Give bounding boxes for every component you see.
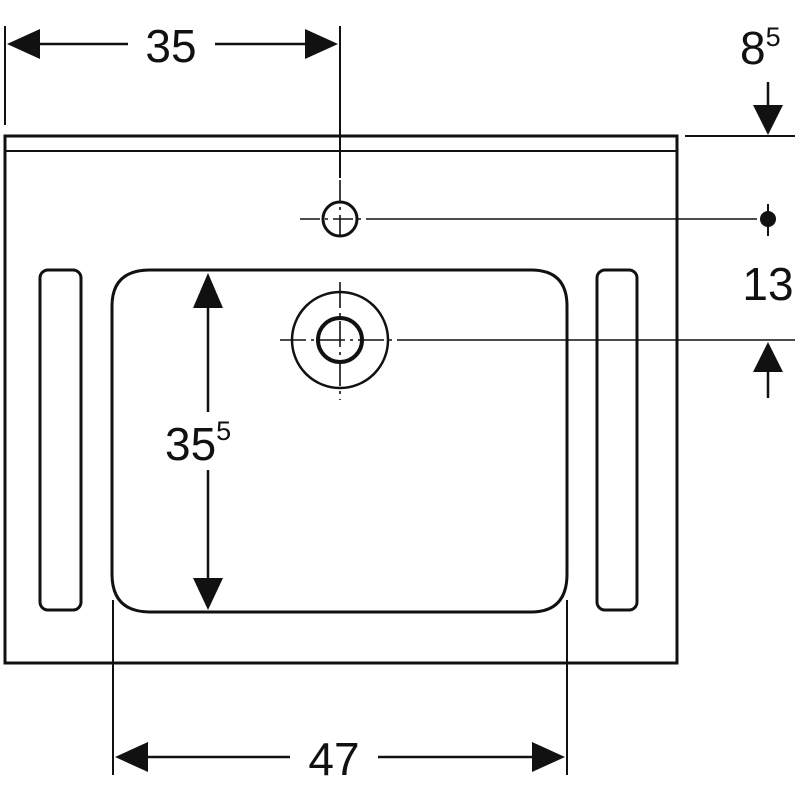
arrowhead-left — [115, 742, 148, 772]
drain — [280, 282, 795, 400]
dim-label-8-5: 85 — [740, 22, 781, 74]
arrowhead-right — [305, 29, 338, 59]
arrowhead-down — [193, 578, 223, 610]
arrowhead-left — [7, 29, 40, 59]
dim-label-13: 13 — [742, 258, 793, 310]
right-handle-slot — [595, 268, 639, 612]
dim-label-35-5: 355 — [165, 416, 231, 470]
arrowhead-up — [753, 342, 783, 372]
arrowhead-up — [193, 273, 223, 308]
arrowhead-right — [532, 742, 565, 772]
dim-label-35-top: 35 — [145, 20, 196, 72]
dimension-8-5: 85 — [685, 22, 795, 137]
basin-outline — [3, 134, 679, 665]
dim-label-47: 47 — [308, 733, 359, 785]
dimension-35-5: 355 — [165, 273, 231, 610]
dimension-47: 47 — [112, 600, 568, 785]
left-handle-slot — [38, 268, 83, 612]
arrowhead-down — [753, 105, 783, 135]
basin-body — [3, 134, 679, 665]
dimension-35-top: 35 — [4, 20, 341, 178]
dimension-13: 13 — [742, 204, 794, 398]
tap-hole — [300, 180, 757, 238]
bowl-outline — [110, 268, 569, 614]
